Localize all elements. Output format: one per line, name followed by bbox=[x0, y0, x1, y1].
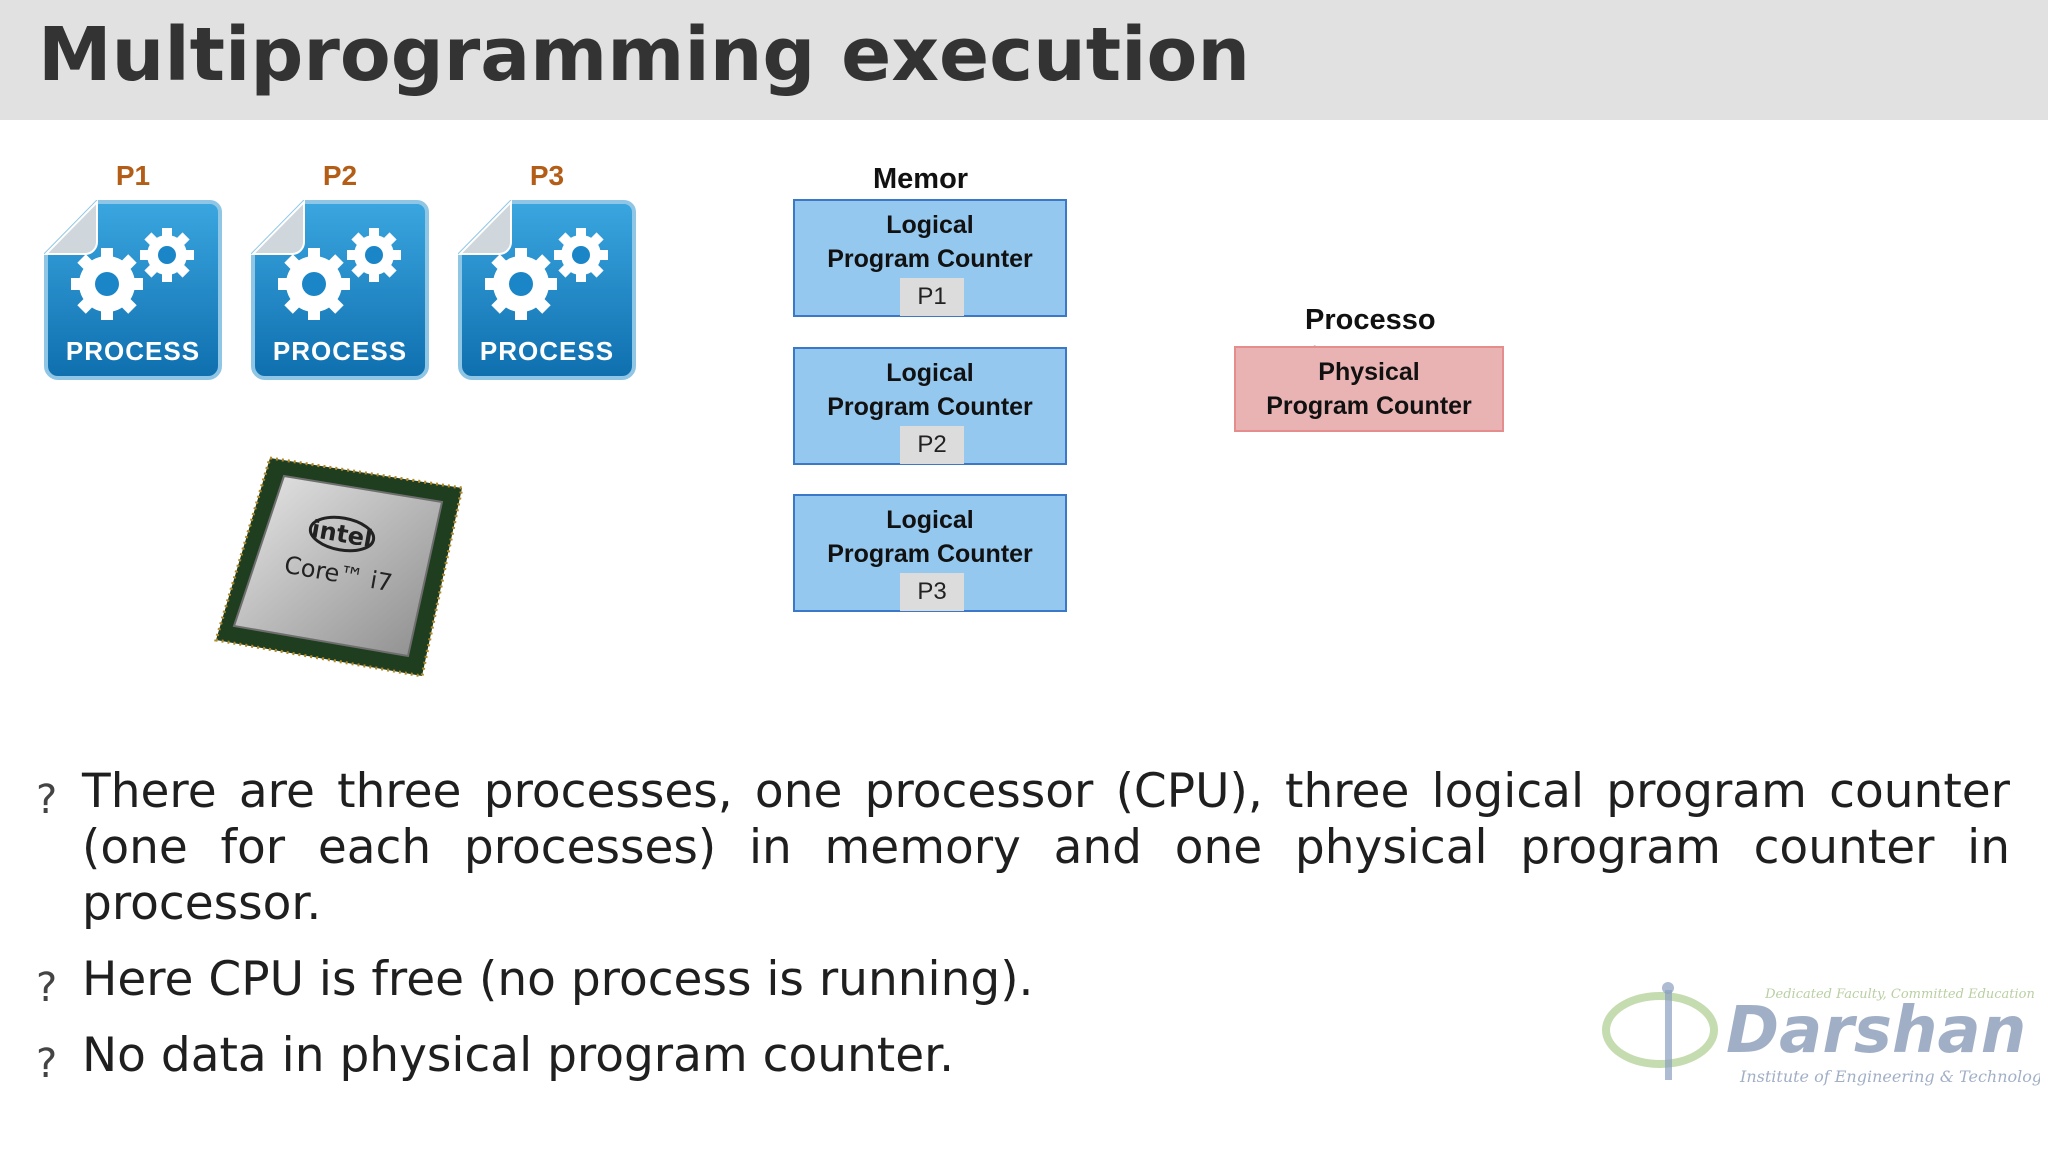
darshan-logo: Dedicated Faculty, Committed Education D… bbox=[1602, 982, 2040, 1086]
memory-box-line2: Program Counter bbox=[827, 393, 1033, 421]
logo-tagline: Dedicated Faculty, Committed Education bbox=[1764, 987, 2035, 1002]
processor-box: Physical Program Counter bbox=[1234, 346, 1504, 432]
process-label: P3 bbox=[529, 160, 565, 191]
process-p3: P3 PROCESS bbox=[456, 160, 638, 382]
process-label: P2 bbox=[322, 160, 358, 191]
title-bar: Multiprogramming execution bbox=[0, 0, 2048, 120]
process-icon bbox=[457, 199, 636, 380]
process-icon-caption: PROCESS bbox=[479, 336, 615, 366]
bullet-text: There are three processes, one processor… bbox=[82, 764, 2010, 931]
memory-box-line2: Program Counter bbox=[827, 245, 1033, 273]
cpu-chip-image: intel Core™ i7 bbox=[214, 456, 464, 678]
process-icon-caption: PROCESS bbox=[272, 336, 408, 366]
process-icon bbox=[43, 199, 222, 380]
bullet-item: ? No data in physical program counter. bbox=[36, 1028, 2010, 1087]
logo-name: Darshan bbox=[1726, 994, 2026, 1068]
process-icon bbox=[250, 199, 429, 380]
memory-box-line1: Logical bbox=[886, 359, 974, 387]
bullet-text: No data in physical program counter. bbox=[82, 1028, 955, 1083]
memory-box-line1: Logical bbox=[886, 211, 974, 239]
processor-box-line2: Program Counter bbox=[1266, 392, 1472, 420]
logo-subtitle: Institute of Engineering & Technology bbox=[1739, 1067, 2040, 1086]
process-icon-caption: PROCESS bbox=[65, 336, 201, 366]
memory-box-p1: Logical Program Counter P1 bbox=[793, 199, 1067, 317]
processor-title-part1: Processo bbox=[1305, 304, 1436, 336]
memory-box-tag: P2 bbox=[900, 426, 964, 464]
bullet-item: ? There are three processes, one process… bbox=[36, 764, 2010, 932]
memory-title-part1: Memor bbox=[873, 163, 969, 195]
memory-box-tag: P1 bbox=[900, 278, 964, 316]
bullet-list: ? There are three processes, one process… bbox=[36, 764, 2010, 1104]
memory-box-tag: P3 bbox=[900, 573, 964, 611]
memory-box-line2: Program Counter bbox=[827, 540, 1033, 568]
bullet-marker: ? bbox=[36, 965, 58, 1011]
process-label: P1 bbox=[115, 160, 151, 191]
bullet-text: Here CPU is free (no process is running)… bbox=[82, 952, 1034, 1007]
bullet-item: ? Here CPU is free (no process is runnin… bbox=[36, 952, 2010, 1011]
memory-box-p2: Logical Program Counter P2 bbox=[793, 347, 1067, 465]
memory-box-line1: Logical bbox=[886, 506, 974, 534]
bullet-marker: ? bbox=[36, 777, 58, 823]
bullet-marker: ? bbox=[36, 1041, 58, 1087]
process-p2: P2 PROCESS bbox=[249, 160, 431, 382]
processor-box-line1: Physical bbox=[1318, 358, 1420, 386]
slide-title: Multiprogramming execution bbox=[38, 12, 1251, 98]
process-p1: P1 PROCESS bbox=[42, 160, 224, 382]
memory-box-p3: Logical Program Counter P3 bbox=[793, 494, 1067, 612]
